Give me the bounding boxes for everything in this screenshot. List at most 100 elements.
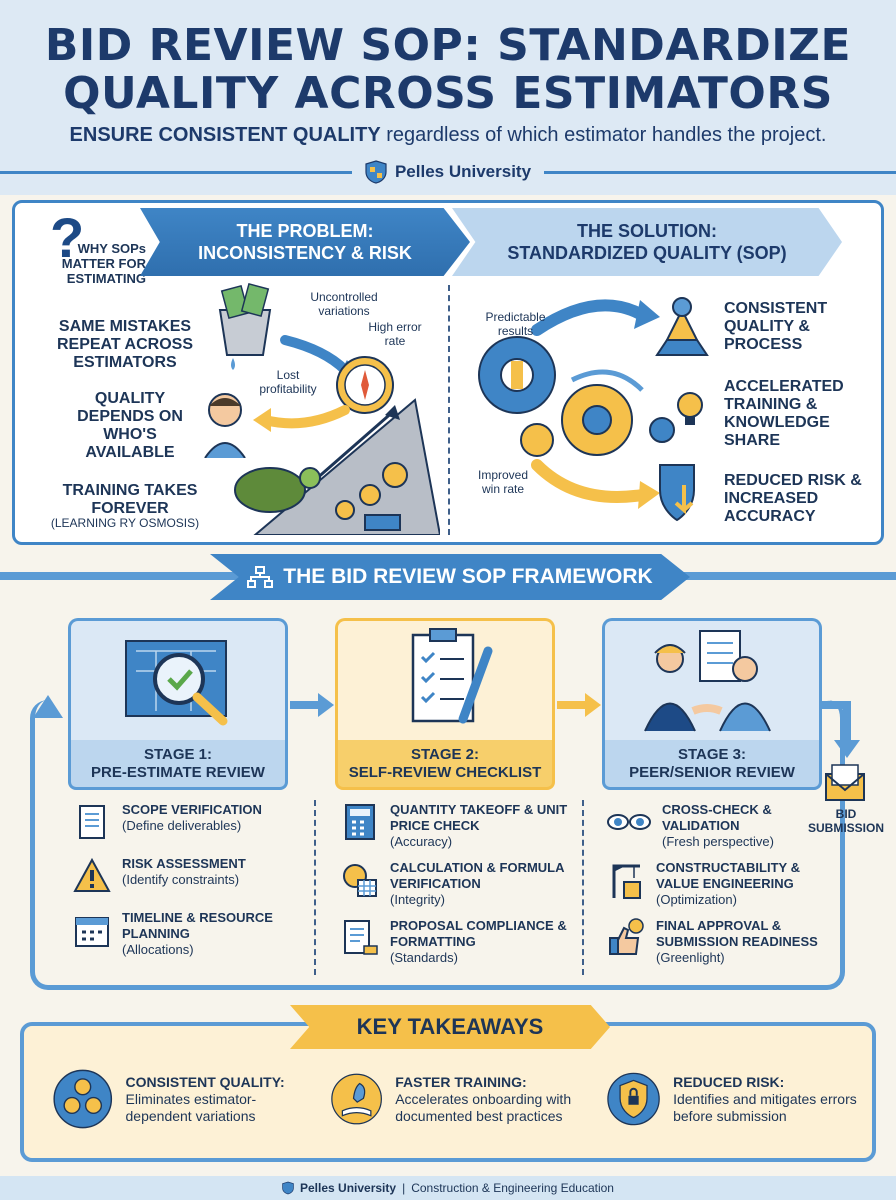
item-title: CROSS-CHECK & VALIDATION — [662, 802, 772, 833]
gears-cluster-icon — [53, 1069, 113, 1129]
stage-1-item: TIMELINE & RESOURCE PLANNING(Allocations… — [72, 910, 304, 958]
stage-1-number: STAGE 1: — [143, 745, 213, 763]
title-line-2: QUALITY ACROSS ESTIMATORS — [63, 68, 833, 119]
high-error-rate-label: High error rate — [368, 320, 422, 348]
turtle-icon — [234, 467, 321, 513]
stage-3-items: CROSS-CHECK & VALIDATION(Fresh perspecti… — [606, 802, 828, 966]
stage-3-card: STAGE 3: PEER/SENIOR REVIEW — [602, 618, 822, 790]
item-sub: (Optimization) — [656, 892, 737, 907]
compass-icon — [336, 356, 394, 414]
arrow-stage-2-to-3-icon — [557, 693, 601, 717]
stage-1-items: SCOPE VERIFICATION(Define deliverables) … — [72, 802, 304, 958]
stage-3-item: FINAL APPROVAL & SUBMISSION READINESS(Gr… — [606, 918, 828, 966]
money-bucket-icon — [218, 282, 272, 370]
stage-2-item: CALCULATION & FORMULA VERIFICATION(Integ… — [340, 860, 578, 908]
stage-2-items: QUANTITY TAKEOFF & UNIT PRICE CHECK(Accu… — [340, 802, 578, 966]
stage-divider-1 — [314, 800, 316, 975]
stage-1-image — [68, 618, 288, 740]
blueprint-magnifier-icon — [125, 640, 228, 726]
university-shield-icon — [365, 160, 387, 184]
title-line-1: BID REVIEW SOP: STANDARDIZE — [44, 20, 852, 71]
stage-3-label: STAGE 3: PEER/SENIOR REVIEW — [602, 740, 822, 790]
stage-2-card: STAGE 2: SELF-REVIEW CHECKLIST — [335, 618, 555, 790]
stage-2-number: STAGE 2: — [410, 745, 480, 763]
stage-3-image — [602, 618, 822, 740]
problem-banner-line-2: INCONSISTENCY & RISK — [198, 243, 412, 263]
why-sops-callout: ? WHY SOPs MATTER FOR ESTIMATING — [30, 205, 146, 300]
footer-brand: Pelles University — [300, 1181, 397, 1195]
calendar-icon — [75, 917, 109, 947]
footer: Pelles University | Construction & Engin… — [0, 1176, 896, 1200]
pyramid-icon — [655, 297, 709, 356]
solution-illustration — [478, 297, 709, 522]
item-title: TIMELINE & RESOURCE PLANNING — [122, 910, 273, 941]
question-mark-icon: ? — [50, 206, 85, 269]
footer-shield-icon — [282, 1181, 294, 1195]
loop-arrow-up-icon — [33, 695, 63, 718]
item-sub: (Integrity) — [390, 892, 445, 907]
takeaway-text: Identifies and mitigates errors before s… — [673, 1090, 857, 1124]
org-chart-icon — [247, 566, 274, 588]
page-title: BID REVIEW SOP: STANDARDIZE QUALITY ACRO… — [0, 22, 896, 118]
problem-point-same-mistakes: SAME MISTAKES REPEAT ACROSS ESTIMATORS — [56, 318, 193, 371]
envelope-icon — [825, 764, 865, 801]
stage-1-label: STAGE 1: PRE-ESTIMATE REVIEW — [68, 740, 288, 790]
clipboard-checklist-icon — [411, 628, 493, 724]
takeaway-faster-training: FASTER TRAINING:Accelerates onboarding w… — [330, 1056, 610, 1142]
problem-point-quality-depends: QUALITY DEPENDS ON WHO'S AVAILABLE — [77, 390, 183, 461]
gold-gear-icon — [561, 384, 633, 456]
problem-solution-divider — [448, 285, 450, 535]
takeaway-title: FASTER TRAINING: — [395, 1073, 527, 1090]
lost-profitability-label: Lost profitability — [259, 368, 317, 396]
stage-divider-2 — [582, 800, 584, 975]
footer-text: Construction & Engineering Education — [411, 1181, 614, 1195]
solution-point-reduced-risk: REDUCED RISK & INCREASED ACCURACY — [724, 472, 862, 525]
item-title: CALCULATION & FORMULA VERIFICATION — [390, 860, 565, 891]
brand-band — [0, 157, 896, 187]
brand-badge: Pelles University — [352, 154, 544, 190]
document-stamp-icon — [344, 920, 378, 955]
large-gear-icon — [478, 336, 556, 414]
subtitle: ENSURE CONSISTENT QUALITY regardless of … — [0, 124, 896, 147]
framework-title-text: THE BID REVIEW SOP FRAMEWORK — [283, 565, 653, 588]
solution-banner-line-1: THE SOLUTION: — [577, 221, 717, 241]
arrow-to-submission-icon — [822, 701, 860, 758]
brand-line-right — [544, 171, 896, 174]
calculator-icon — [345, 804, 375, 840]
item-sub: (Accuracy) — [390, 834, 453, 849]
handshake-review-icon — [644, 630, 771, 732]
item-sub: (Identify constraints) — [122, 872, 240, 887]
item-title: FINAL APPROVAL & SUBMISSION READINESS — [656, 918, 818, 949]
solution-banner-line-2: STANDARDIZED QUALITY (SOP) — [507, 243, 787, 263]
framework-title: THE BID REVIEW SOP FRAMEWORK — [210, 554, 690, 600]
crane-building-icon — [612, 864, 641, 899]
stage-2-image — [335, 618, 555, 740]
scroll-document-icon — [79, 805, 105, 839]
bid-submission-label: BID SUBMISSION — [807, 807, 884, 835]
process-loop — [30, 700, 845, 990]
warning-triangle-icon — [73, 857, 111, 892]
takeaway-text: Accelerates onboarding with documented b… — [395, 1090, 572, 1124]
item-title: PROPOSAL COMPLIANCE & FORMATTING — [390, 918, 567, 949]
shield-lock-icon — [607, 1072, 660, 1126]
problem-illustration — [218, 282, 440, 535]
rocket-book-icon — [331, 1073, 382, 1125]
gear-spreadsheet-icon — [343, 864, 377, 897]
thumbs-up-dollar-icon — [609, 918, 644, 955]
worried-person-icon — [204, 393, 246, 458]
improved-win-rate-label: Improved win rate — [477, 468, 529, 496]
subtitle-rest: regardless of which estimator handles th… — [380, 124, 827, 146]
problem-banner-line-1: THE PROBLEM: — [236, 221, 374, 241]
lightbulb-icon — [677, 392, 703, 425]
stage-2-item: QUANTITY TAKEOFF & UNIT PRICE CHECK(Accu… — [340, 802, 578, 850]
footer-separator: | — [402, 1181, 406, 1195]
item-sub: (Allocations) — [122, 942, 194, 957]
solution-banner: THE SOLUTION: STANDARDIZED QUALITY (SOP) — [452, 208, 842, 276]
stage-1-item: RISK ASSESSMENT(Identify constraints) — [72, 856, 304, 896]
subtitle-emphasis: ENSURE CONSISTENT QUALITY — [69, 124, 381, 146]
takeaway-reduced-risk: REDUCED RISK:Identifies and mitigates er… — [606, 1056, 866, 1142]
stage-3-item: CONSTRUCTABILITY & VALUE ENGINEERING(Opt… — [606, 860, 828, 908]
item-sub: (Fresh perspective) — [662, 834, 774, 849]
brand-name: Pelles University — [394, 162, 532, 181]
item-sub: (Greenlight) — [656, 950, 725, 965]
